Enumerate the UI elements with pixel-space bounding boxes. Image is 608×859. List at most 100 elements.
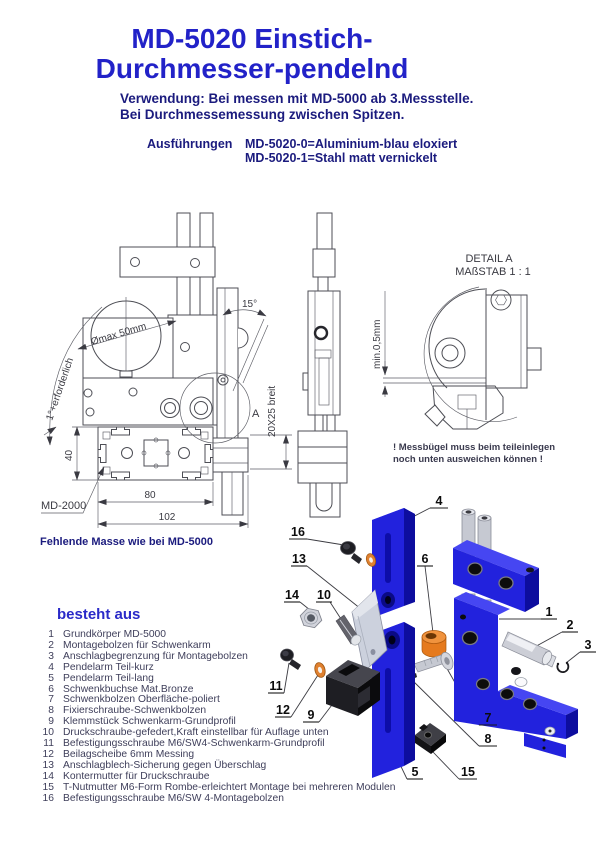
part-name: Befestigungsschraube M6/SW4-Schwenkarm-G… [63,738,325,750]
front-view-drawing: Ømax 50mm 15° 1°+erforderlich 40 80 102 … [41,212,292,528]
parts-list-row: 8 Fixierschraube-Schwenkbolzen [40,705,396,717]
detail-scale: MAßSTAB 1 : 1 [455,266,531,278]
version-option-1: MD-5020-1=Stahl matt vernickelt [245,151,438,165]
part-anschlagblech [351,589,388,673]
page-title: MD-5020 Einstich- Durchmesser-pendelnd [10,24,494,84]
parts-list-row: 7 Schwenkbolzen Oberfläche-poliert [40,695,396,706]
parts-list-row: 3 Anschlagbegrenzung für Montagebolzen [40,650,396,663]
side-view-drawing [297,212,348,518]
part-name: Pendelarm Teil-lang [63,672,154,684]
md2000-label: MD-2000 [41,500,86,512]
detail-a-drawing: DETAIL A MAßSTAB 1 : 1 min.0,5mm ! Messb… [372,253,555,465]
part-number: 15 [42,781,54,793]
balloon-11: 11 [269,679,282,693]
page-title-line2: Durchmesser-pendelnd [95,53,409,84]
parts-list-row: 6 Schwenkbuchse Mat.Bronze [40,683,396,696]
balloon-13: 13 [292,552,306,566]
balloon-14: 14 [285,588,299,602]
part-number: 16 [42,792,54,804]
part-sicherungsring [556,661,570,673]
balloon-2: 2 [567,618,574,632]
part-number: 5 [48,672,54,684]
part-grundkoerper-body [454,592,578,758]
part-name: Anschlagblech-Sicherung gegen Überschlag [63,759,267,771]
balloon-9: 9 [308,708,315,722]
part-number: 3 [48,650,54,662]
part-befestigungsschraube-16 [340,541,377,567]
balloon-5: 5 [412,765,419,779]
balloon-underlines [268,507,596,780]
part-grundkoerper-topbar [453,540,539,612]
part-name: Schwenkbolzen Oberfläche-poliert [63,694,220,706]
part-number: 6 [48,683,54,695]
balloon-4: 4 [436,494,443,508]
detail-note-line2: noch unten ausweichen können ! [393,454,543,465]
part-pendelarm-kurz [372,508,415,618]
parts-list-heading: besteht aus [57,606,141,623]
usage-line2: Bei Durchmessemessung zwischen Spitzen. [120,106,405,122]
balloon-3: 3 [585,638,592,652]
part-number: 12 [42,748,54,760]
detail-a-marker: A [252,408,260,420]
parts-list-row: 12 Beilagscheibe 6mm Messing [40,748,396,761]
part-name: Druckschraube-gefedert,Kraft einstellbar… [63,727,329,739]
part-number: 8 [48,705,54,717]
balloon-6: 6 [422,552,429,566]
part-number: 1 [48,629,54,640]
part-name: Fixierschraube-Schwenkbolzen [63,705,207,717]
versions-label-spacer [147,151,245,165]
dim-swing-label: 1°+erforderlich [44,357,76,422]
detail-title: DETAIL A [465,253,513,265]
part-pendelarm-lang [372,622,415,778]
balloon-15: 15 [461,765,475,779]
usage-note: Verwendung: Bei messen mit MD-5000 ab 3.… [120,91,473,122]
part-name: Beilagscheibe 6mm Messing [63,748,195,760]
balloon-12: 12 [276,703,290,717]
versions-note: Ausführungen MD-5020-0=Aluminium-blau el… [147,137,457,165]
part-montagebolzen-pin [501,631,557,668]
versions-label: Ausführungen [147,137,233,151]
part-number: 7 [48,694,54,706]
balloon-leaders [283,507,581,780]
part-beilagscheibe [314,662,326,678]
part-number: 10 [42,727,54,739]
dim-102-label: 102 [159,512,176,523]
parts-list-row: 11 Befestigungsschraube M6/SW4-Schwenkarm… [40,738,396,750]
part-name: Grundkörper MD-5000 [63,629,167,640]
part-klemmstueck [326,660,380,716]
part-name: Befestigungsschraube M6/SW 4-Montagebolz… [63,792,284,804]
version-option-0: MD-5020-0=Aluminium-blau eloxiert [245,137,458,151]
dim-40-label: 40 [64,449,75,461]
exploded-view-drawing: 1 2 3 4 5 6 7 8 9 10 11 12 13 14 15 16 [268,494,596,780]
part-number: 11 [43,738,54,750]
detail-note-line1: ! Messbügel muss beim teileinlegen [393,442,555,453]
usage-line1: Verwendung: Bei messen mit MD-5000 ab 3.… [120,91,474,106]
part-schwenkbolzen [413,651,454,673]
part-name: Schwenkbuchse Mat.Bronze [63,683,194,695]
balloon-7: 7 [485,711,492,725]
part-name: Pendelarm Teil-kurz [63,661,154,673]
part-name: Klemmstück Schwenkarm-Grundprofil [63,716,236,728]
part-tnutmutter [415,723,446,754]
part-number: 2 [48,639,54,651]
parts-list-row: 16 Befestigungsschraube M6/SW 4-Montagebo… [40,792,396,805]
detail-min-dim: min.0,5mm [372,320,383,369]
part-befestigungsschraube-11 [280,648,301,670]
part-name: Montagebolzen für Schwenkarm [63,639,211,651]
parts-list: 1 Grundkörper MD-5000 2 Montagebolzen für … [40,629,396,805]
width-label: 20X25 breit [267,386,278,437]
part-name: Kontermutter für Druckschraube [63,770,210,782]
dim-80-label: 80 [144,490,156,501]
part-kontermutter [299,607,323,629]
parts-list-row: 1 Grundkörper MD-5000 [40,629,396,641]
part-number: 14 [42,770,54,782]
parts-list-row: 10 Druckschraube-gefedert,Kraft einstellb… [40,727,396,739]
page-title-line1: MD-5020 Einstich- [131,23,373,54]
balloon-1: 1 [546,605,553,619]
part-name: Anschlagbegrenzung für Montagebolzen [63,650,248,662]
